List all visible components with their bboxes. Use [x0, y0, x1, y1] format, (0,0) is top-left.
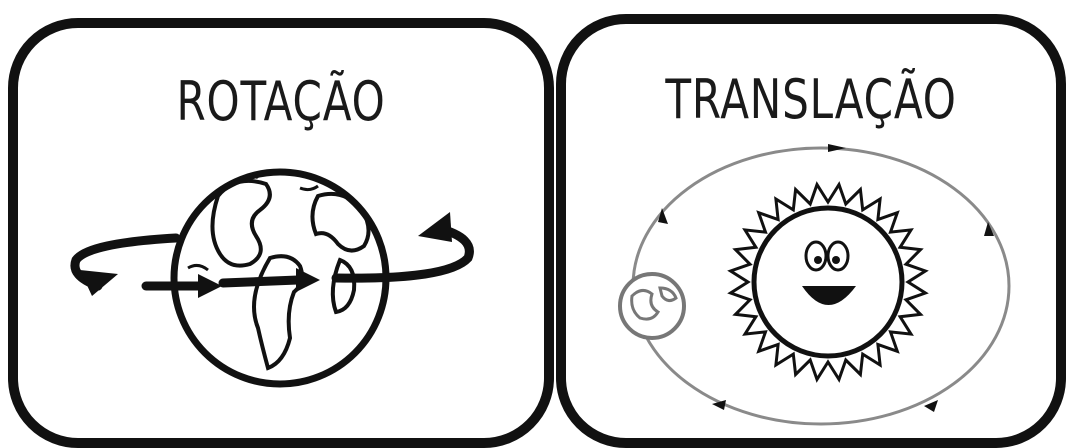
earth-small-icon: [620, 274, 684, 338]
translation-panel: TRANSLAÇÃO: [556, 14, 1066, 448]
translation-illustration: [566, 24, 1056, 438]
sun-icon: [731, 185, 926, 380]
rotation-illustration: [18, 28, 544, 438]
rotation-panel: ROTAÇÃO: [8, 18, 554, 448]
